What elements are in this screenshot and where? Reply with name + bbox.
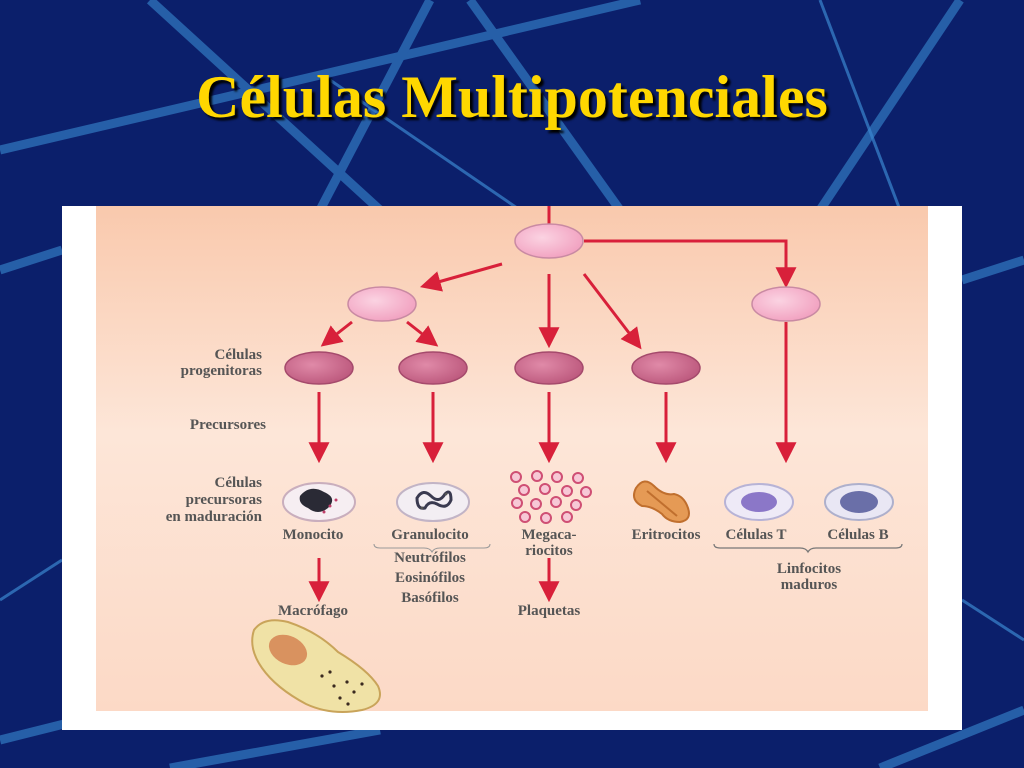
stage-label-maturing-3: en maduración	[166, 509, 263, 525]
label-monocito: Monocito	[283, 527, 344, 543]
arrow-stem-to-erythrocyte	[582, 273, 642, 350]
b-cell-icon	[824, 483, 894, 521]
stem-cell	[514, 223, 584, 259]
label-linfocitos-2: maduros	[781, 577, 838, 593]
arrow-stem-to-myeloid	[419, 262, 503, 292]
monocyte-progenitor-cell	[284, 351, 354, 385]
stage-label-progenitor-1: Células	[214, 347, 262, 363]
stage-label-precursor: Precursores	[190, 417, 266, 433]
differentiation-arrows	[308, 206, 797, 603]
granulocyte-cell-icon	[396, 482, 470, 522]
label-celulas-b: Células B	[827, 527, 888, 543]
label-basofilos: Basófilos	[401, 590, 459, 606]
megakaryocyte-platelets-icon	[510, 470, 592, 524]
arrow-stem-to-lymphoid	[584, 239, 797, 289]
stage-label-maturing-2: precursoras	[186, 492, 263, 508]
label-megacariocitos-1: Megaca-	[522, 527, 577, 543]
lymphocyte-bracket	[713, 543, 903, 554]
arrow-myeloid-to-monocyte	[320, 320, 353, 347]
erythrocyte-progenitor-cell	[631, 351, 701, 385]
macrophage-cell-icon	[251, 619, 381, 713]
label-plaquetas: Plaquetas	[518, 603, 581, 619]
diagram-background	[96, 206, 928, 711]
label-megacariocitos-2: riocitos	[525, 543, 573, 559]
hematopoiesis-diagram-panel: Células progenitoras Precursores Células…	[62, 206, 962, 730]
label-celulas-t: Células T	[726, 527, 787, 543]
stage-label-maturing-1: Células	[214, 475, 262, 491]
erythrocyte-cell-icon	[633, 480, 690, 524]
granulocyte-progenitor-cell	[398, 351, 468, 385]
monocyte-cell-icon	[282, 482, 356, 522]
label-neutrofilos: Neutrófilos	[394, 550, 466, 566]
label-macrofago: Macrófago	[278, 603, 348, 619]
t-cell-icon	[724, 483, 794, 521]
label-granulocito: Granulocito	[391, 527, 469, 543]
granulocyte-bracket	[373, 543, 491, 554]
hematopoiesis-diagram: Células progenitoras Precursores Células…	[96, 206, 928, 713]
stage-label-progenitor-2: progenitoras	[181, 363, 263, 379]
lymphoid-progenitor-cell	[751, 286, 821, 322]
myeloid-progenitor-cell	[347, 286, 417, 322]
megakaryocyte-progenitor-cell	[514, 351, 584, 385]
label-eosinofilos: Eosinófilos	[395, 570, 465, 586]
arrow-myeloid-to-granulocyte	[406, 320, 439, 347]
label-linfocitos-1: Linfocitos	[777, 561, 841, 577]
page-title: Células Multipotenciales	[196, 64, 828, 130]
label-eritrocitos: Eritrocitos	[632, 527, 701, 543]
